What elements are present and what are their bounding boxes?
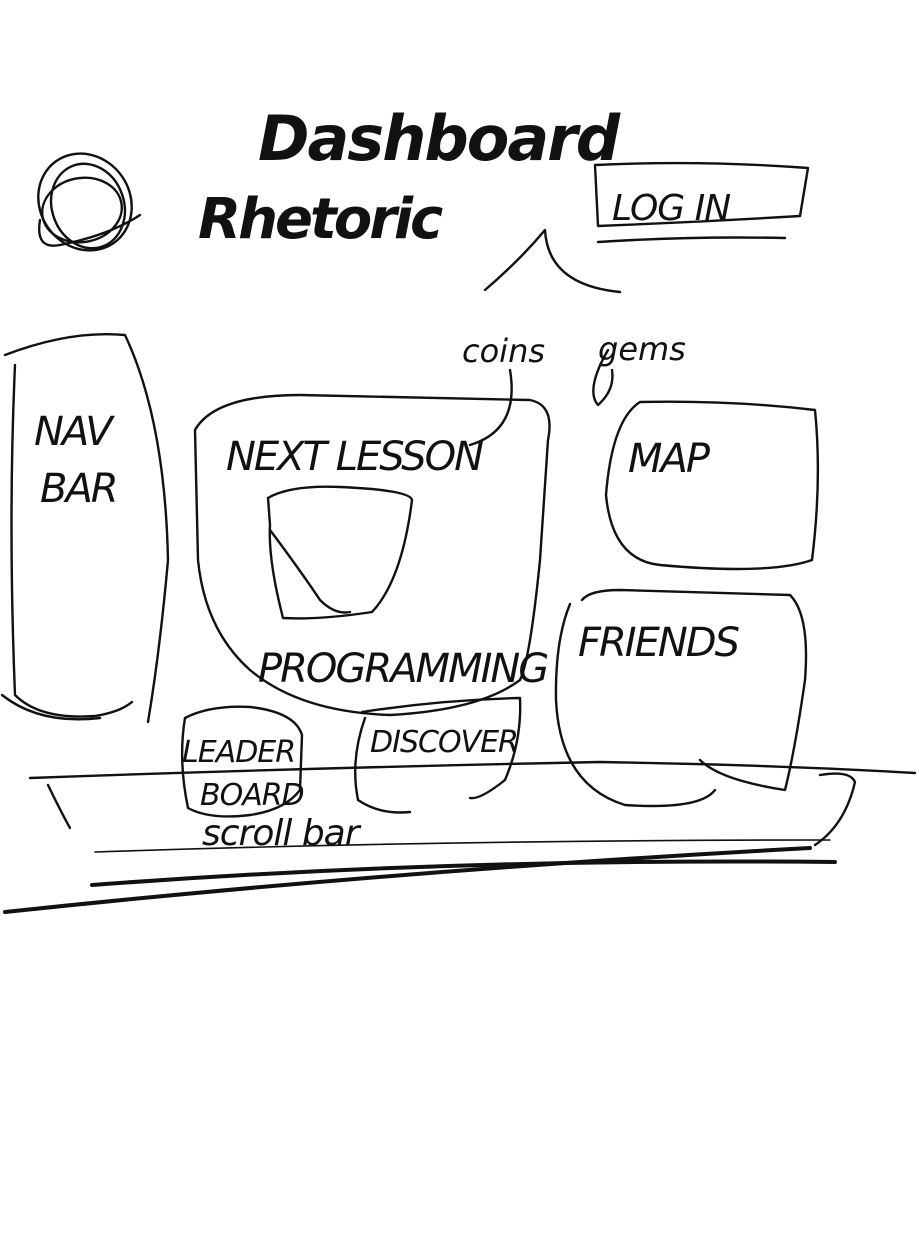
- lesson-thumbnail-curve: [268, 528, 352, 614]
- discover-title: DISCOVER: [370, 725, 518, 760]
- bottom-bar[interactable]: scroll bar: [3, 760, 917, 914]
- coins-note: coins: [462, 332, 545, 370]
- leaderboard-card[interactable]: LEADER BOARD: [180, 705, 305, 818]
- brand-name: Rhetoric: [198, 187, 443, 252]
- nav-bar-label-2: BAR: [40, 466, 117, 512]
- login-button[interactable]: LOG IN: [593, 161, 810, 244]
- nav-bar-label-1: NAV: [34, 409, 115, 455]
- next-lesson-title: NEXT LESSON: [226, 434, 483, 480]
- page-title: Dashboard: [258, 102, 621, 175]
- sketch-arrow: [483, 228, 622, 294]
- discover-card[interactable]: DISCOVER: [354, 696, 522, 814]
- map-title: MAP: [628, 436, 711, 482]
- lesson-thumbnail: [266, 485, 414, 620]
- gems-note: gems: [598, 330, 686, 368]
- leaderboard-label-1: LEADER: [182, 735, 295, 770]
- map-card[interactable]: MAP: [604, 400, 820, 571]
- gems-pointer: [592, 348, 614, 407]
- coins-pointer: [468, 368, 513, 447]
- leaderboard-label-2: BOARD: [200, 778, 304, 813]
- next-lesson-card[interactable]: NEXT LESSON PROGRAMMING: [193, 393, 551, 717]
- bottom-bar-label: scroll bar: [202, 813, 362, 854]
- nav-bar[interactable]: NAV BAR: [0, 332, 170, 724]
- login-label: LOG IN: [612, 188, 730, 229]
- progress-label: PROGRAMMING: [258, 646, 547, 692]
- logo-icon: [37, 152, 142, 252]
- friends-title: FRIENDS: [578, 620, 740, 666]
- friends-card[interactable]: FRIENDS: [554, 588, 808, 808]
